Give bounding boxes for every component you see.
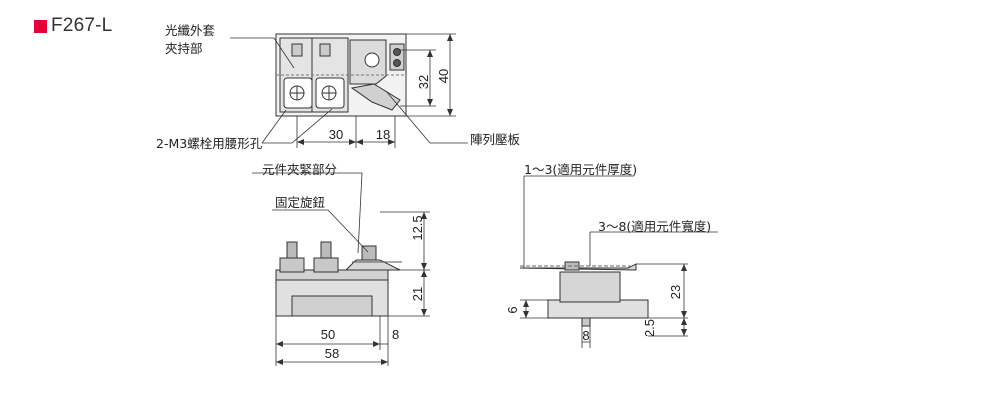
- label-fiber-clamp-1: 光纖外套: [165, 23, 216, 38]
- side-view: [519, 261, 649, 327]
- top-view: [275, 33, 407, 117]
- leader-fixing-knob: [272, 209, 369, 253]
- label-element-clamp: 元件夾緊部分: [262, 162, 337, 177]
- title-text: F267-L: [51, 15, 113, 36]
- dim-40: 40: [436, 69, 451, 83]
- leader-element-clamp: [252, 172, 363, 254]
- label-thickness-range: 1～3(適用元件厚度): [524, 162, 637, 177]
- front-view: [275, 241, 402, 317]
- dim-2-5: 2.5: [642, 319, 657, 337]
- dim-12-5: 12.5: [410, 215, 425, 240]
- figure-title: F267-L: [34, 14, 112, 38]
- dim-50: 50: [321, 327, 335, 342]
- label-fixing-knob: 固定旋鈕: [275, 195, 326, 210]
- dim-6: 6: [505, 306, 520, 313]
- label-width-range: 3～8(適用元件寬度): [598, 219, 711, 234]
- array-plate-shape: [350, 83, 401, 111]
- dim-32: 32: [416, 75, 431, 89]
- dim-8-side: 8: [582, 328, 589, 343]
- label-slot-holes: 2-M3螺栓用腰形孔: [156, 136, 263, 151]
- front-dims: [252, 172, 430, 366]
- title-marker: [34, 19, 47, 33]
- leader-array-plate: [385, 90, 468, 144]
- dim-8-front: 8: [392, 327, 399, 342]
- top-dims: [296, 33, 456, 148]
- label-array-plate: 陣列壓板: [470, 132, 521, 147]
- dim-18: 18: [376, 127, 390, 142]
- screw-left: [286, 241, 298, 259]
- dim-30: 30: [329, 127, 343, 142]
- side-dims: [520, 175, 718, 348]
- side-base: [547, 299, 649, 319]
- leader-slot-holes: [261, 108, 333, 144]
- label-fiber-clamp-2: 夾持部: [165, 41, 203, 56]
- dim-23: 23: [668, 285, 683, 299]
- dim-21: 21: [410, 287, 425, 301]
- dim-58: 58: [325, 346, 339, 361]
- screw-right: [320, 241, 332, 259]
- leader-fiber-clamp: [230, 37, 295, 69]
